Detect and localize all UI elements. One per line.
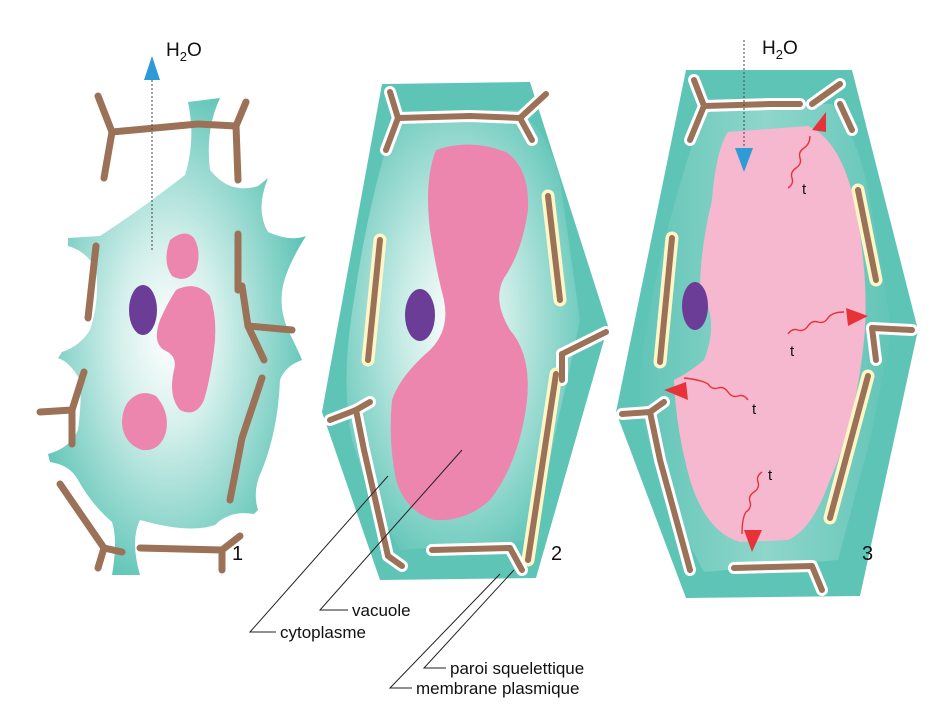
cell-1-water-arrow	[144, 56, 160, 80]
turgor-label-left: t	[752, 401, 757, 418]
label-paroi: paroi squelettique	[450, 659, 584, 678]
cell-1-vacuole-bottom	[122, 393, 167, 451]
cell-3-vacuole	[674, 126, 866, 542]
cell-3-water-arrow	[735, 148, 753, 172]
turgor-head-left	[664, 382, 688, 400]
turgor-arrow-left	[683, 377, 749, 401]
turgor-head-bottom	[744, 530, 762, 552]
cell-1-water-label: H2O	[166, 40, 202, 64]
cell-1-vacuole-top	[166, 233, 199, 279]
turgor-arrow-bottom	[741, 471, 763, 535]
turgor-label-top: t	[802, 181, 807, 198]
cell-3-wall	[616, 74, 918, 596]
label-membrane: membrane plasmique	[416, 679, 579, 698]
turgor-arrow-top	[787, 135, 811, 189]
cell-1-wall	[36, 92, 296, 574]
cell-1-number: 1	[232, 543, 243, 565]
cell-2-vacuole	[390, 144, 529, 521]
turgor-arrows	[683, 135, 845, 535]
label-vacuole: vacuole	[352, 601, 411, 620]
turgor-label-right: t	[790, 343, 795, 360]
turgor-arrow-right	[787, 311, 845, 335]
cell-3-nucleus	[682, 282, 708, 330]
cell-3: H2O t t t t 3	[616, 38, 918, 598]
cell-2-number: 2	[551, 543, 562, 565]
cell-1-nucleus	[129, 285, 157, 335]
leader-paroi	[422, 569, 515, 669]
leader-lines	[248, 449, 515, 689]
cell-3-water-label: H2O	[762, 38, 798, 62]
turgor-head-top	[812, 112, 826, 132]
turgor-label-bottom: t	[768, 467, 773, 484]
leader-vacuole	[318, 449, 463, 611]
cell-2-nucleus	[405, 289, 435, 341]
cell-3-number: 3	[862, 543, 873, 565]
label-cytoplasme: cytoplasme	[280, 623, 366, 642]
turgor-head-right	[846, 308, 868, 326]
leader-membrane	[388, 573, 501, 689]
cell-1-vacuole-middle	[156, 286, 216, 413]
leader-cytoplasme	[248, 475, 389, 633]
cell-2: 2	[322, 82, 612, 580]
cell-2-wall	[324, 86, 612, 576]
cell-1: H2O 1	[36, 40, 306, 575]
